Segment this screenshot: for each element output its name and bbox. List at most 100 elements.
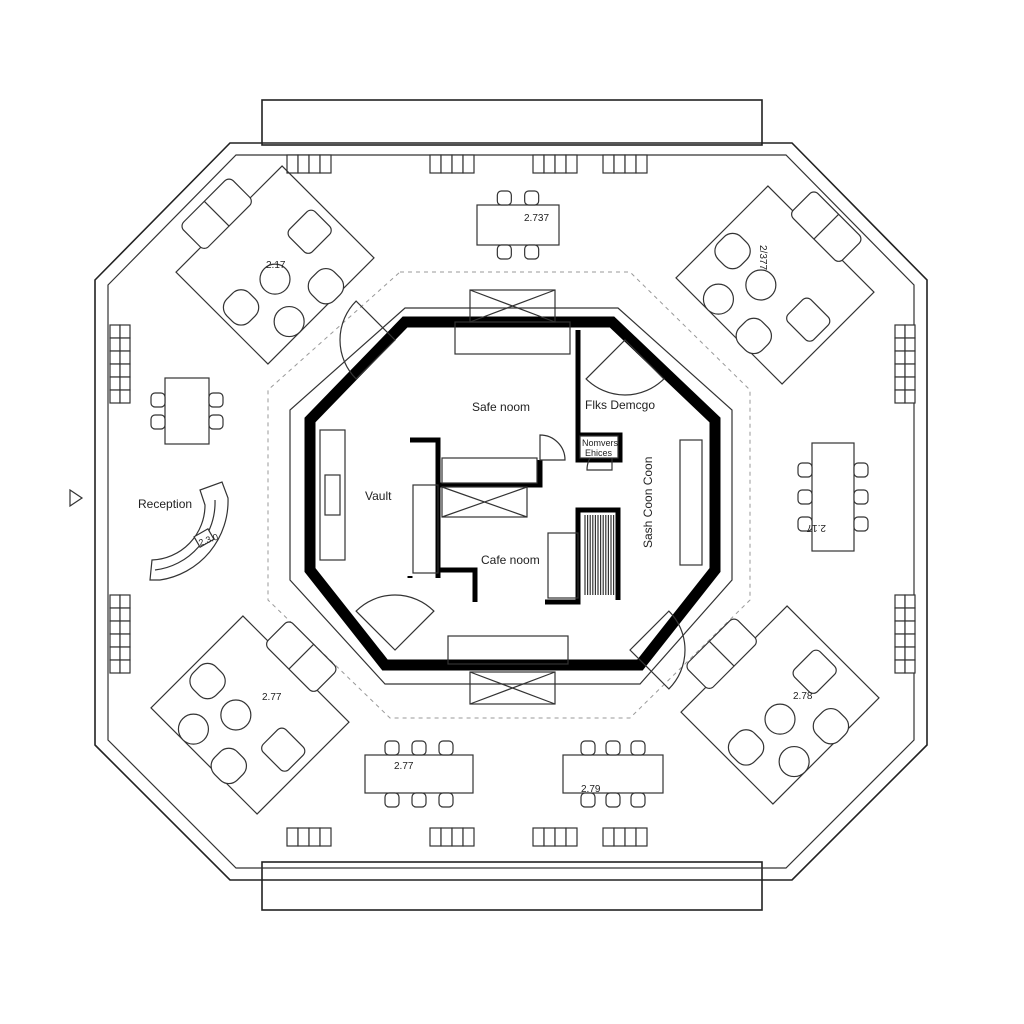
desk-cluster: [532, 827, 578, 847]
desk: [462, 827, 475, 847]
desk-cluster: [119, 594, 131, 674]
door-swing: [339, 300, 396, 380]
door-swing: [539, 434, 566, 461]
chair: [524, 190, 540, 206]
chair: [496, 244, 512, 260]
armchair: [210, 747, 248, 785]
armchair: [261, 727, 306, 772]
chair: [797, 462, 813, 478]
desk: [602, 154, 615, 174]
desk: [894, 594, 906, 609]
desk: [894, 646, 906, 661]
room-label-reception: Reception: [138, 497, 192, 511]
desk: [297, 154, 310, 174]
armchair: [222, 289, 260, 326]
desk-cluster: [904, 324, 916, 404]
round-table: [702, 283, 735, 315]
desk: [565, 154, 578, 174]
table: [476, 204, 560, 246]
desk: [532, 827, 545, 847]
desk: [554, 827, 567, 847]
desk: [894, 376, 906, 391]
desk: [119, 350, 131, 365]
desk: [894, 607, 906, 622]
outer-wall: [94, 142, 928, 881]
chair: [384, 792, 400, 808]
desk: [894, 620, 906, 635]
desk: [904, 337, 916, 352]
desk: [109, 376, 121, 391]
desk: [319, 154, 332, 174]
chair: [411, 792, 427, 808]
dim-bottom-left-table: 2.77: [394, 761, 414, 772]
desk: [904, 363, 916, 378]
chair: [797, 489, 813, 505]
round-table: [177, 713, 210, 745]
desk: [440, 827, 453, 847]
desk: [904, 350, 916, 365]
desk: [119, 633, 131, 648]
desk: [554, 154, 567, 174]
chair: [630, 792, 646, 808]
desk: [894, 659, 906, 674]
desk: [904, 324, 916, 339]
desk: [286, 827, 299, 847]
desk-cluster: [286, 154, 332, 174]
desk: [109, 659, 121, 674]
desk: [451, 827, 464, 847]
lounge-group: [175, 165, 375, 365]
circulation-zone: [267, 271, 751, 719]
chair: [438, 792, 454, 808]
chair: [438, 740, 454, 756]
desk: [109, 324, 121, 339]
desk: [904, 389, 916, 404]
sofa-seam: [708, 640, 735, 667]
desk-cluster: [904, 594, 916, 674]
dim-right-table: 2.17: [806, 522, 826, 533]
desk: [904, 633, 916, 648]
reception-chair: [193, 527, 215, 549]
round-table: [778, 745, 810, 778]
desk: [904, 646, 916, 661]
inner-wall-line: [107, 154, 915, 869]
desk: [613, 154, 626, 174]
chair: [853, 489, 869, 505]
dim-top-table: 2.737: [524, 213, 549, 224]
armchair: [735, 317, 773, 355]
desk: [904, 376, 916, 391]
desk: [624, 827, 637, 847]
door-swing: [585, 339, 665, 396]
table: [562, 754, 664, 794]
door: [339, 300, 396, 380]
desk-cluster: [429, 154, 475, 174]
servers-box: [579, 435, 619, 459]
desk: [904, 620, 916, 635]
desk: [613, 827, 626, 847]
desk: [894, 363, 906, 378]
desk: [109, 389, 121, 404]
room-label-files-storage: Flks Demcgo: [585, 398, 655, 412]
round-table: [764, 703, 796, 735]
armchair: [792, 649, 837, 694]
desk: [429, 827, 442, 847]
desk: [109, 620, 121, 635]
table-with-chairs: [797, 442, 869, 552]
desk: [286, 154, 299, 174]
desk: [119, 594, 131, 609]
chair: [411, 740, 427, 756]
reception-counter: [149, 481, 229, 581]
armchair: [812, 707, 850, 745]
desk: [119, 337, 131, 352]
desk: [297, 827, 310, 847]
reception-desk: [149, 481, 229, 581]
armchair: [189, 662, 226, 700]
desk: [109, 337, 121, 352]
desk-cluster: [119, 324, 131, 404]
sofa-seam: [813, 213, 840, 240]
room-label-safe-room: Safe noom: [472, 400, 530, 414]
chair: [853, 516, 869, 532]
desk: [565, 827, 578, 847]
dim-bottom-right-lounge: 2.78: [793, 691, 813, 702]
desk: [543, 827, 556, 847]
desk: [109, 646, 121, 661]
